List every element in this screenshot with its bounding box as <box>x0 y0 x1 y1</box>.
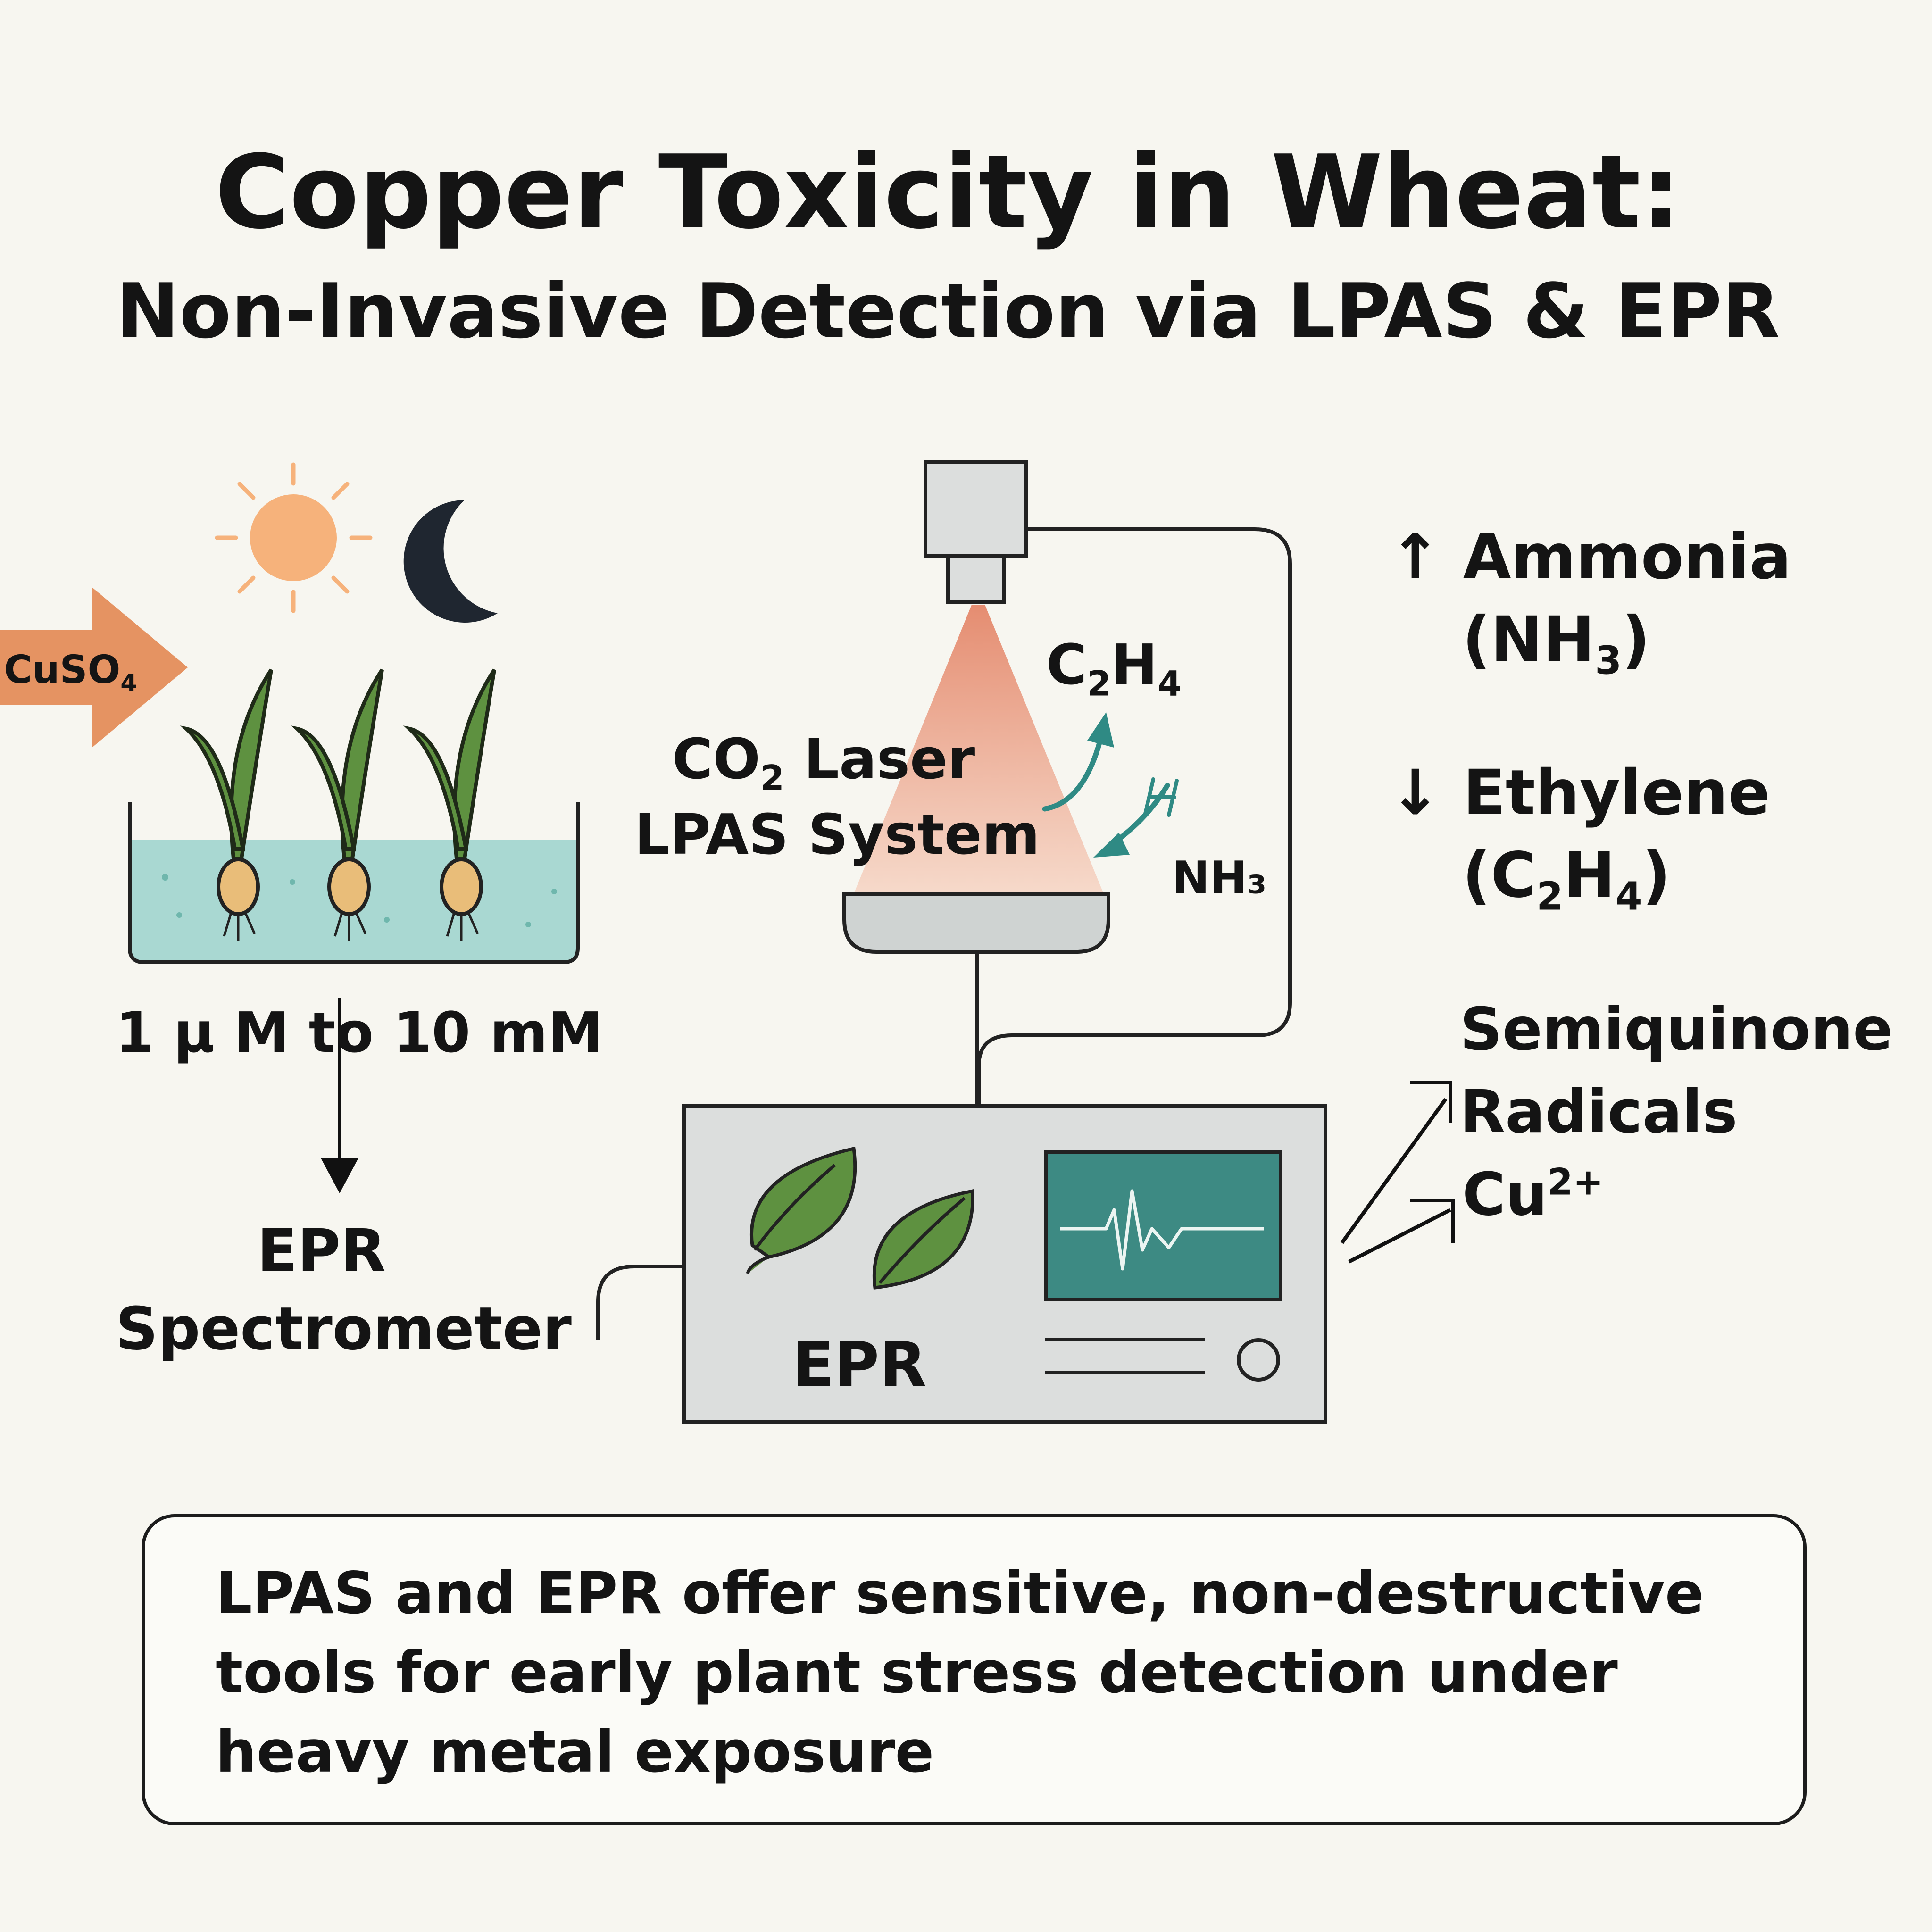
semiquinone-label-line2: Radicals <box>1460 1078 1738 1146</box>
sun-icon <box>215 462 373 613</box>
semiquinone-arrow <box>1340 1081 1452 1244</box>
lpas-label-line2: LPAS System <box>634 802 1040 867</box>
sample-cell <box>842 892 1110 954</box>
ammonia-result-line1: ↑ Ammonia <box>1389 521 1791 593</box>
lpas-label-line1: CO2 Laser <box>672 726 975 799</box>
ethylene-out-arrow <box>1042 712 1114 812</box>
laser-cable <box>977 527 1292 1106</box>
epr-instrument-label: EPR <box>792 1329 927 1400</box>
epr-cable <box>596 1265 684 1340</box>
epr-spectrometer-label-line1: EPR <box>257 1217 386 1285</box>
leaf-icon <box>746 1146 857 1274</box>
wheat-seedling <box>180 668 273 941</box>
cuso4-label: CuSO4 <box>4 648 137 697</box>
laser-beam <box>854 605 1104 894</box>
cuso4-arrow <box>0 587 188 748</box>
control-knob <box>1237 1338 1280 1382</box>
title-line-2: Non-Invasive Detection via LPAS & EPR <box>116 267 1780 355</box>
ethylene-result-line1: ↓ Ethylene <box>1389 757 1771 829</box>
ammonia-gas-label: NH₃ <box>1172 852 1267 904</box>
ethylene-gas-label: C2H4 <box>1046 632 1182 704</box>
ammonia-in-arrow <box>1093 777 1179 858</box>
cu-ion-label: Cu2+ <box>1462 1160 1604 1229</box>
epr-instrument <box>682 1104 1327 1424</box>
summary-box: LPAS and EPR offer sensitive, non-destru… <box>142 1514 1807 1825</box>
epr-spectrometer-label-line2: Spectrometer <box>116 1295 572 1363</box>
summary-line-3: heavy metal exposure <box>216 1718 934 1785</box>
wheat-seedling <box>291 668 384 941</box>
down-arrow <box>321 998 358 1193</box>
summary-line-1: LPAS and EPR offer sensitive, non-destru… <box>216 1560 1704 1627</box>
summary-line-2: tools for early plant stress detection u… <box>216 1639 1618 1706</box>
laser-head <box>924 460 1028 604</box>
signal-screen <box>1044 1150 1282 1301</box>
semiquinone-label-line1: Semiquinone <box>1460 995 1893 1064</box>
moon-icon <box>403 500 498 623</box>
leaf-icon <box>873 1189 974 1290</box>
cu-arrow <box>1348 1199 1455 1264</box>
title-line-1: Copper Toxicity in Wheat: <box>215 133 1682 251</box>
wheat-seedling <box>403 668 496 941</box>
concentration-range: 1 µ M to 10 mM <box>116 1000 603 1065</box>
ethylene-result-line2: (C2H4) <box>1462 839 1671 919</box>
ammonia-result-line2: (NH3) <box>1462 603 1650 683</box>
signal-trace <box>1060 1189 1264 1271</box>
